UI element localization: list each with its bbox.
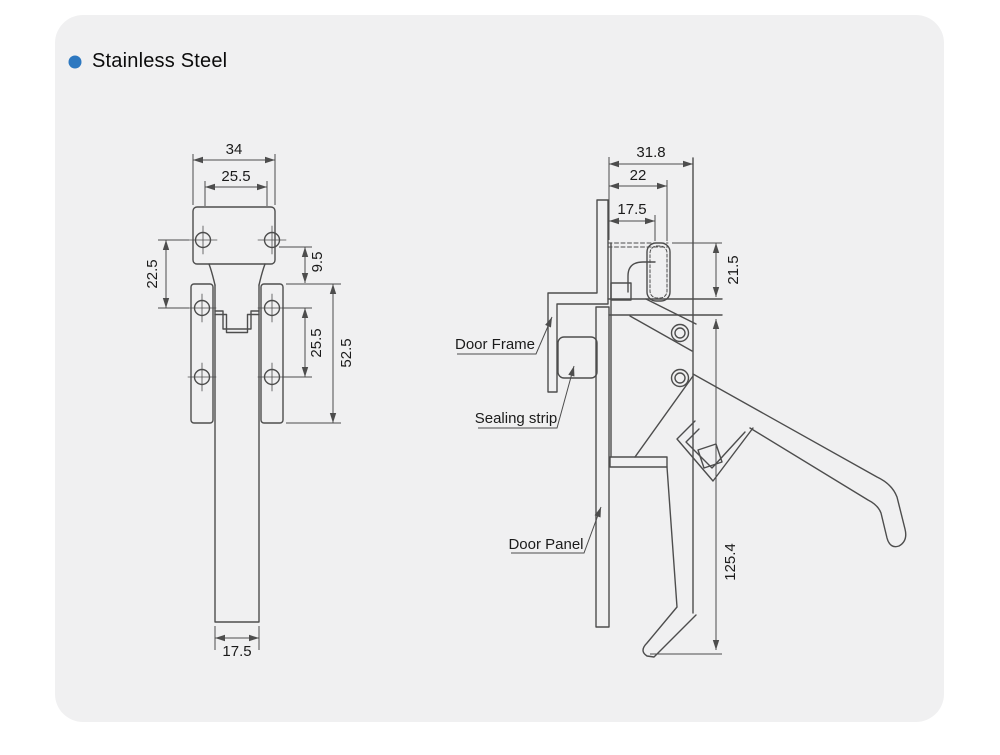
keeper-capsule (646, 242, 671, 302)
door-frame-leader (457, 316, 553, 355)
hook-foot (642, 466, 697, 658)
front-top-plate (188, 206, 287, 286)
catch-clip (697, 443, 723, 469)
dim-overall-height: 125.4 (722, 543, 739, 581)
handle-lever (692, 373, 907, 548)
front-handle-shaft (214, 284, 260, 623)
dim-keeper-height: 21.5 (725, 255, 742, 284)
door-panel-shape (595, 306, 610, 628)
side-dimensions: 31.8 22 17.5 21.5 125.4 (608, 144, 742, 655)
front-plate-right (260, 283, 284, 424)
bullet-dot (68, 55, 82, 68)
door-panel-label: Door Panel (508, 536, 583, 553)
diagram-panel (55, 15, 944, 722)
spring-anchor-bar (609, 456, 668, 468)
door-frame-label: Door Frame (455, 336, 535, 353)
latch-tongue (627, 261, 656, 293)
front-view (187, 206, 287, 623)
latch-block (610, 282, 632, 301)
front-mounting-plates (187, 283, 287, 424)
side-labels: Door Frame Sealing strip Door Panel (455, 316, 602, 554)
front-latch-notch (214, 310, 260, 334)
dim-mid-depth: 22 (630, 167, 647, 184)
bullet-icon (68, 55, 82, 68)
sealing-strip-shape (557, 336, 598, 379)
leaf-spring (634, 375, 694, 458)
sealing-strip-label: Sealing strip (475, 410, 558, 427)
door-panel-leader (511, 506, 602, 554)
latch-body (607, 157, 754, 614)
material-title: Stainless Steel (92, 50, 228, 72)
front-neck (208, 263, 266, 286)
dim-upper-hole-spacing: 22.5 (144, 259, 161, 288)
sealing-strip-leader (478, 365, 575, 429)
dim-plate-height: 52.5 (338, 338, 355, 367)
front-plate-left (190, 283, 214, 424)
door-frame-profile (547, 199, 609, 393)
dim-plate-hole-spacing: 25.5 (308, 328, 325, 357)
dim-flange-offset: 9.5 (309, 252, 326, 273)
dim-top-outer-width: 34 (226, 141, 243, 158)
catch-channel (676, 420, 754, 482)
title-row: Stainless Steel (68, 50, 227, 73)
side-view (547, 157, 907, 658)
dim-inner-depth: 17.5 (617, 201, 646, 218)
front-dimensions: 34 25.5 22.5 9.5 25.5 52.5 17.5 (144, 141, 355, 660)
dim-outer-depth: 31.8 (636, 144, 665, 161)
rivet-bottom (670, 368, 690, 388)
dim-top-inner-width: 25.5 (221, 168, 250, 185)
rivet-top (670, 323, 690, 343)
dim-handle-width: 17.5 (222, 643, 251, 660)
